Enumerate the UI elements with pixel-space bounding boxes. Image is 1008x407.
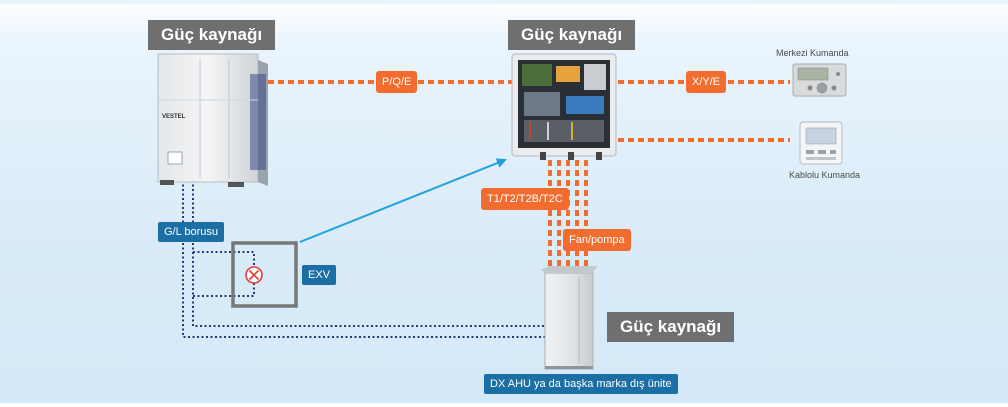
central-controller-device: [792, 63, 847, 97]
pqe-tag: P/Q/E: [376, 71, 418, 93]
xye-tag: X/Y/E: [686, 71, 727, 93]
exv-tag: EXV: [302, 265, 337, 285]
dx-ahu-unit: [541, 266, 597, 370]
power-source-label-outdoor: Güç kaynağı: [148, 20, 276, 50]
exv-frame: [231, 241, 298, 308]
dx-ahu-tag: DX AHU ya da başka marka dış ünite: [484, 374, 678, 394]
refrigerant-pipes: [182, 180, 547, 338]
outdoor-unit-coil: [250, 74, 266, 170]
power-source-label-ahu: Güç kaynağı: [607, 312, 735, 342]
exv-control-arrow: [299, 158, 507, 243]
top-stripe: [0, 0, 1008, 4]
fan-pump-tag: Fan/pompa: [563, 229, 631, 251]
exv-box: [231, 241, 298, 308]
exv-outlet-line: [193, 282, 255, 297]
gl-pipe-tag: G/L borusu: [158, 222, 225, 242]
wired-control-caption: Kablolu Kumanda: [789, 170, 861, 180]
outdoor-unit-brand: VESTEL: [162, 114, 186, 120]
wired-controller-device: [799, 121, 843, 165]
outdoor-unit-panel: [167, 151, 183, 165]
control-box: [511, 53, 617, 160]
power-source-label-controller: Güç kaynağı: [508, 20, 636, 50]
sensor-tag: T1/T2/T2B/T2C: [481, 188, 569, 210]
exv-inlet-line: [193, 251, 255, 268]
liquid-pipe-line: [192, 180, 547, 327]
central-control-caption: Merkezi Kumanda: [776, 48, 849, 58]
outdoor-unit: [157, 53, 268, 187]
bottom-stripe: [0, 403, 1008, 407]
